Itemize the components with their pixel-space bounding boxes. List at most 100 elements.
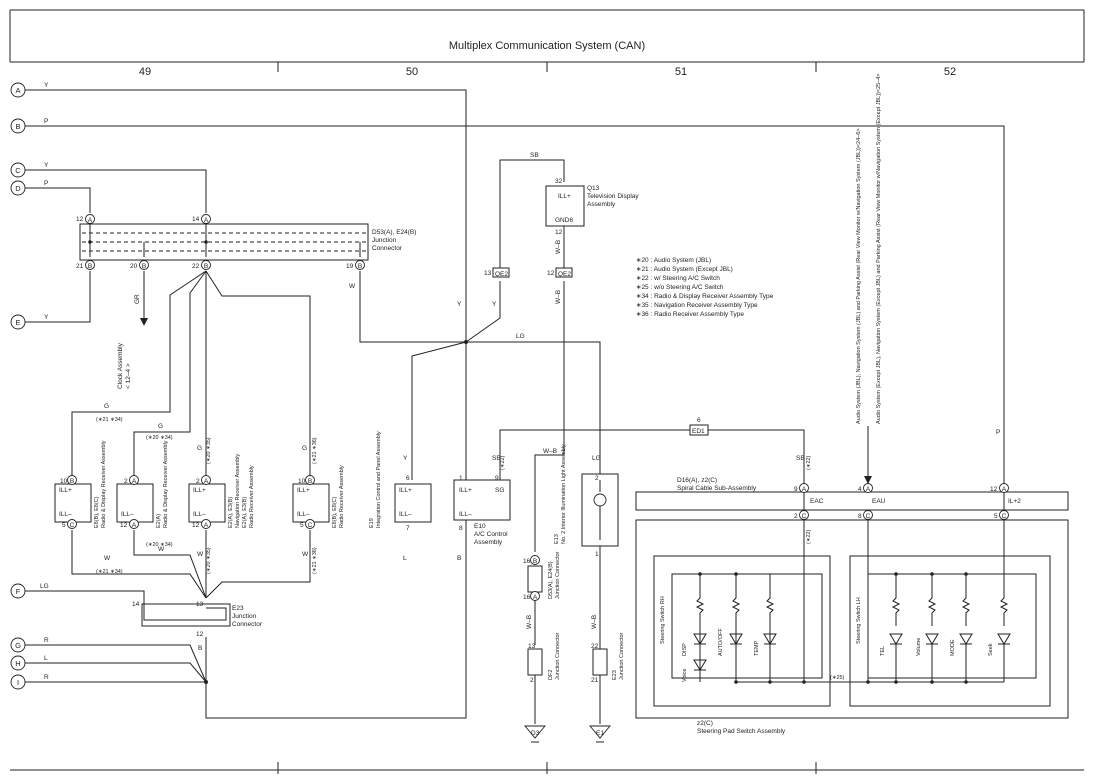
d16-eau: EAU	[872, 498, 886, 505]
wire-color-w3: W	[197, 551, 204, 558]
e23a-sub1: Junction	[232, 613, 257, 620]
wire-color-w-b5: W–B	[591, 615, 598, 629]
wire-color-w-b3: W–B	[543, 448, 557, 455]
wire-color-b2: B	[198, 645, 202, 652]
terminal-d: D	[15, 184, 21, 193]
wire-color-y3: Y	[403, 455, 408, 462]
note-20: ∗20 : Audio System (JBL)	[636, 257, 711, 264]
pin-ill-plus-1: ILL+	[59, 487, 72, 494]
ground-e1: E1	[596, 730, 604, 737]
svg-text:16: 16	[523, 558, 531, 565]
wire-color-w1: W	[104, 555, 111, 562]
e8c-label: E8(B), E8(C)	[94, 496, 100, 528]
d53-sub1: Junction	[372, 237, 397, 244]
svg-text:10: 10	[60, 478, 68, 485]
terminal-a: A	[15, 86, 20, 95]
e8c-sub: Radio & Display Receiver Assembly	[101, 440, 107, 528]
svg-text:12: 12	[76, 216, 84, 223]
svg-text:A: A	[204, 522, 209, 529]
e23b-label: E23	[612, 670, 618, 680]
svg-text:A: A	[88, 217, 93, 224]
pin-ill-minus-5: ILL–	[399, 511, 412, 518]
svg-text:C: C	[802, 513, 807, 520]
svg-text:12: 12	[120, 522, 128, 529]
page-title: Multiplex Communication System (CAN)	[449, 40, 645, 52]
svg-text:B: B	[142, 263, 146, 270]
cond-21-36: (∗21 ∗36)	[312, 437, 318, 464]
q13-pin-bot: GND6	[555, 217, 573, 224]
svg-text:8: 8	[459, 525, 463, 532]
wire-color-sb-top: SB	[530, 152, 539, 159]
wire-color-g3: G	[197, 445, 202, 452]
svg-text:14: 14	[132, 601, 140, 608]
e8d-label: E8(B), E8(C)	[332, 496, 338, 528]
ground-d3: D3	[531, 730, 540, 737]
e19-sub: Integration Control and Panel Assembly	[376, 431, 382, 528]
page-number-49: 49	[139, 66, 151, 78]
svg-text:2: 2	[794, 513, 798, 520]
svg-text:8: 8	[858, 513, 862, 520]
e8d-sub: Radio Receiver Assembly	[339, 465, 345, 528]
terminal-f: F	[16, 587, 21, 596]
wire-color-w-b4: W–B	[526, 615, 533, 629]
svg-text:A: A	[533, 594, 538, 601]
wire-color-lg-mid: LG	[516, 333, 525, 340]
note-36: ∗36 : Radio Receiver Assembly Type	[636, 311, 744, 318]
cond-20-34: (∗20 ∗34)	[146, 435, 173, 441]
df2-sub: Junction Connector	[555, 632, 561, 680]
svg-text:9: 9	[794, 486, 798, 493]
svg-text:6: 6	[406, 475, 410, 482]
d53-sub2: Connector	[372, 245, 403, 252]
svg-text:A: A	[1002, 486, 1007, 493]
wire-color-b1: B	[457, 555, 461, 562]
wires	[25, 89, 1069, 743]
pin-ill-plus-5: ILL+	[399, 487, 412, 494]
svg-text:12: 12	[196, 631, 204, 638]
svg-text:13: 13	[528, 643, 536, 650]
page-number-52: 52	[944, 66, 956, 78]
svg-text:B: B	[533, 558, 537, 565]
svg-text:A: A	[132, 522, 137, 529]
e2a2-sub1: Navigation Receiver Assembly	[235, 453, 241, 528]
e2a1-sub: Radio & Display Receiver Assembly	[163, 440, 169, 528]
pin-ill-plus-3: ILL+	[193, 487, 206, 494]
page-number-50: 50	[406, 66, 418, 78]
svg-text:22: 22	[192, 263, 200, 270]
pin-ill-plus-4: ILL+	[297, 487, 310, 494]
svg-text:12: 12	[555, 229, 563, 236]
e2a2-sub2: E2(A), E3(B)	[242, 497, 248, 528]
svg-text:32: 32	[555, 178, 563, 185]
e13-sub: No. 2 Interior Illumination Light Assemb…	[561, 444, 567, 544]
ref-audio-except-jbl: Audio System (Except JBL), Navigation Sy…	[876, 73, 882, 424]
wire-color-y1: Y	[492, 301, 497, 308]
e10-label: E10	[474, 523, 486, 530]
wire-color-f: LG	[40, 583, 49, 590]
q13-label: Q13	[587, 185, 600, 192]
page-frame	[9, 9, 1085, 774]
cond-21-34: (∗21 ∗34)	[96, 417, 123, 423]
wire-color-e: Y	[44, 314, 49, 321]
wire-color-p2: P	[996, 429, 1000, 436]
svg-text:7: 7	[406, 525, 410, 532]
svg-text:A: A	[866, 486, 871, 493]
cond-25: (∗25)	[830, 675, 845, 681]
e10-sub2: Assembly	[474, 539, 503, 546]
clock-ref: < 12–4 >	[125, 363, 132, 389]
terminal-i: I	[17, 678, 19, 687]
wire-color-w2: W	[158, 546, 165, 553]
sw-lh-label: Steering Switch LH	[856, 597, 862, 644]
edge-terminals	[10, 82, 26, 690]
svg-text:5: 5	[300, 522, 304, 529]
cond-20-35-b: (∗20 ∗35)	[206, 547, 212, 574]
connector-qe2-a: QE2	[495, 271, 508, 278]
svg-text:16: 16	[523, 594, 531, 601]
svg-text:2: 2	[595, 475, 599, 482]
pin-ill-minus-6: ILL–	[459, 511, 472, 518]
page-number-51: 51	[675, 66, 687, 78]
svg-text:14: 14	[192, 216, 200, 223]
svg-text:1: 1	[595, 551, 599, 558]
svg-text:A: A	[204, 478, 209, 485]
